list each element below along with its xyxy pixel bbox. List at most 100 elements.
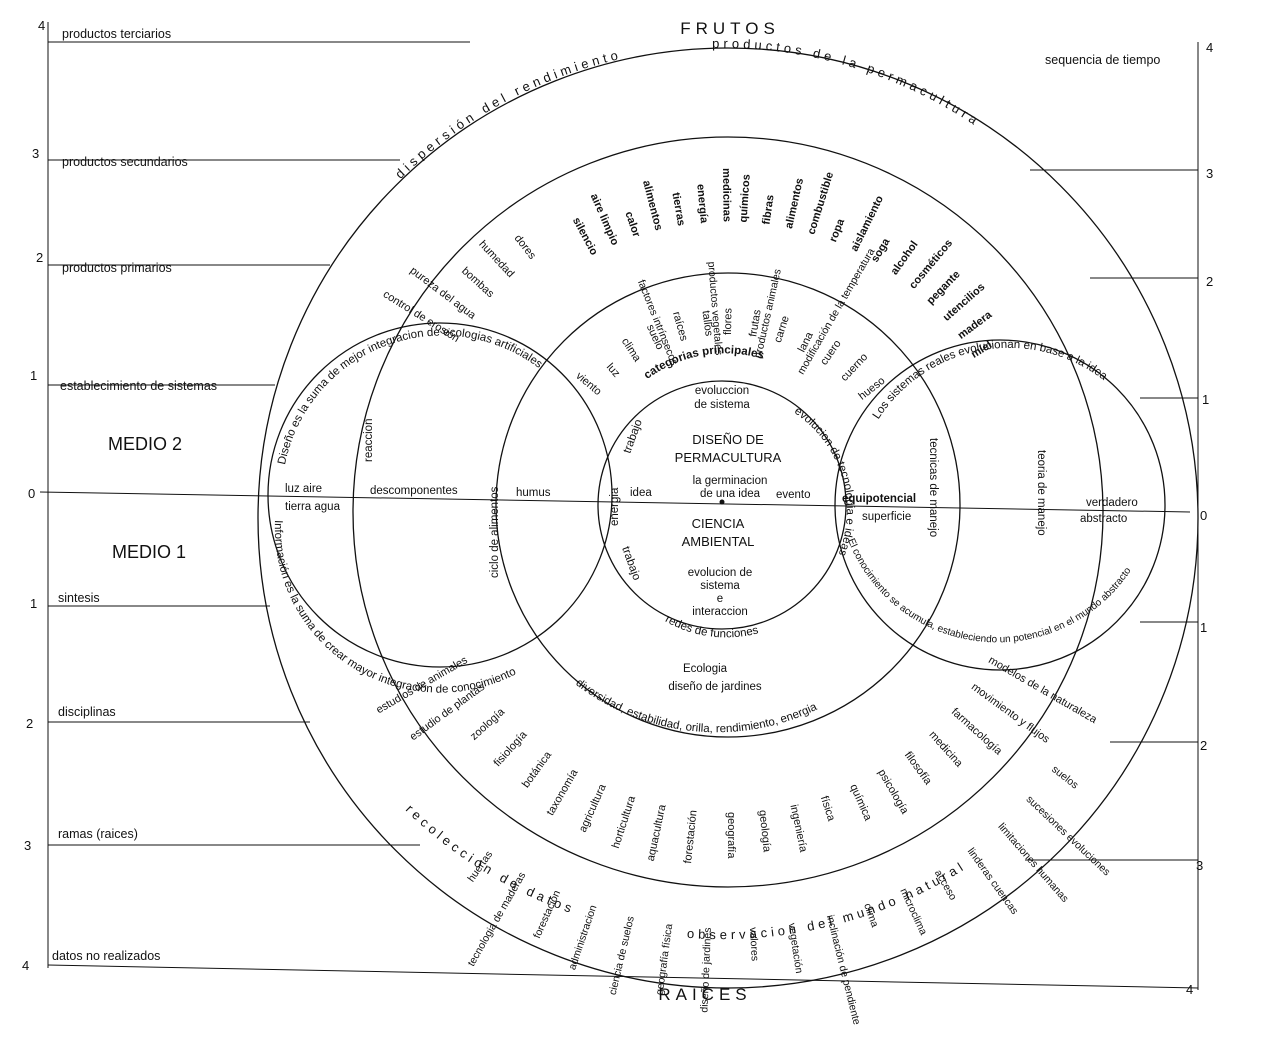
time-sequence-label: sequencia de tiempo (1045, 53, 1160, 67)
word-tecnicas: tecnicas de manejo (927, 438, 939, 537)
level-label-primarios: productos primarios (62, 261, 172, 275)
level-num: 1 (30, 596, 37, 611)
secondary-product-word: madera (956, 308, 995, 341)
level-num: 4 (38, 18, 45, 33)
secondary-left-word: humedad (476, 238, 516, 280)
word-descomponentes: descomponentes (370, 485, 458, 497)
arc-left-bottom: Información es la suma de crear mayor in… (272, 520, 518, 696)
discipline-word: física (818, 795, 838, 824)
primary-ring (495, 272, 961, 738)
center-science-1: CIENCIA (692, 516, 745, 531)
center-left-idea: idea (630, 487, 652, 499)
branch-word: suelos (1049, 763, 1080, 791)
level-label-sintesis: sintesis (58, 591, 100, 605)
center-evo-bottom-2: sistema (700, 580, 740, 592)
word-ciclo-alimentos: ciclo de alimentos (489, 486, 501, 578)
level-num: 4 (22, 958, 29, 973)
level-num-right: 3 (1196, 858, 1203, 873)
level-num-right: 3 (1206, 166, 1213, 181)
center-right-evento: evento (776, 489, 811, 501)
right-circle (834, 339, 1166, 671)
word-verdadero: verdadero (1086, 497, 1138, 509)
outer-arc-dispersion: dispersión del rendimiento (392, 47, 623, 182)
center-circle (597, 380, 847, 630)
primary-product-word: raíces (670, 310, 690, 343)
discipline-word: taxonomía (545, 767, 582, 818)
center-title-2: PERMACULTURA (675, 450, 782, 465)
level-line-0 (39, 491, 1191, 513)
center-dot (719, 499, 725, 505)
level-num: 2 (36, 250, 43, 265)
level-num: 1 (30, 368, 37, 383)
word-tierra-agua: tierra agua (285, 501, 341, 513)
center-evo-bottom-4: interaccion (692, 606, 748, 618)
discipline-word: agricultura (577, 782, 609, 835)
discipline-word: geografía (725, 812, 737, 859)
primary-label-word: productos vegetales (705, 261, 725, 356)
branch-word: diseño de jardines (698, 927, 714, 1013)
arc-categorias: categorias principales (642, 344, 765, 381)
branch-word: valores (747, 927, 761, 961)
right-circle-words: equipotencial superficie tecnicas de man… (842, 438, 1138, 537)
medio-1-label: MEDIO 1 (112, 542, 186, 562)
discipline-word: psicología (875, 767, 911, 817)
level-label-disciplinas: disciplinas (58, 705, 116, 719)
level-label-establecimiento: establecimiento de sistemas (60, 379, 217, 393)
discipline-word: filosofía (902, 749, 935, 787)
center-block: evoluccion de sistema DISEÑO DE PERMACUL… (609, 385, 811, 618)
arc-right-bottom-text: El conocimiento se acumula, estableciend… (845, 537, 1134, 645)
branch-word: tecnologia de maderas (465, 870, 528, 968)
center-left-trabajo-bottom: trabajo (619, 545, 642, 582)
primary-product-word: luz (604, 361, 622, 379)
right-level-numbers: 4 3 2 1 0 1 2 3 4 (1186, 40, 1213, 997)
secondary-product-word: alimentos (783, 177, 806, 230)
level-num-right: 1 (1200, 620, 1207, 635)
word-equipotencial: equipotencial (842, 493, 916, 505)
level-label-ramas: ramas (raices) (58, 827, 138, 841)
primary-product-word: frutas (747, 308, 763, 338)
ecology-title-1: Ecologia (683, 663, 728, 675)
discipline-word: zoología (468, 705, 508, 742)
outer-circle (257, 47, 1199, 989)
secondary-ring (352, 136, 1104, 888)
center-left-trabajo-top: trabajo (622, 418, 645, 455)
secondary-product-word: alcohol (889, 239, 921, 277)
word-teoria: teoria de manejo (1035, 450, 1047, 536)
branch-word: ciencia de suelos (607, 915, 637, 996)
arc-evolucion-tecnologia-text: evolucion de tecnologia e ideas (792, 405, 856, 558)
level-num-right: 4 (1186, 982, 1193, 997)
center-evo-bottom-1: evolucion de (688, 567, 753, 579)
level-num: 2 (26, 716, 33, 731)
secondary-left-word: dores (512, 233, 539, 262)
outer-arc-productos: productos de la permacultura (712, 36, 984, 130)
secondary-product-word: alimentos (640, 179, 664, 232)
discipline-word: fisiología (492, 728, 531, 769)
secondary-product-word: energía (694, 183, 710, 224)
arc-left-bottom-text: Información es la suma de crear mayor in… (272, 520, 518, 696)
primary-product-word: cuerno (838, 351, 870, 384)
center-germ-2: de una idea (700, 488, 761, 500)
discipline-word: forestación (682, 809, 700, 864)
word-humus: humus (516, 487, 551, 499)
ecology-title-2: diseño de jardines (668, 681, 762, 693)
level-num-right: 0 (1200, 508, 1207, 523)
level-num-right: 2 (1206, 274, 1213, 289)
arc-evolucion-tecnologia: evolucion de tecnologia e ideas (792, 405, 856, 558)
secondary-product-word: tierras (669, 192, 687, 227)
secondary-product-word: silencio (570, 216, 600, 258)
center-science-2: AMBIENTAL (682, 534, 755, 549)
arc-categorias-text: categorias principales (642, 344, 765, 381)
discipline-word: geología (756, 809, 772, 853)
level-num: 0 (28, 486, 35, 501)
primary-product-word: viento (573, 370, 603, 398)
left-circle-words: reaccion luz aire tierra agua descompone… (285, 419, 551, 578)
primary-product-word: flores (722, 307, 734, 335)
discipline-word: botánica (520, 749, 555, 790)
center-germ-1: la germinacion (693, 475, 768, 487)
center-title-1: DISEÑO DE (692, 432, 764, 447)
level-num: 3 (32, 146, 39, 161)
level-label-terciarios: productos terciarios (62, 27, 171, 41)
secondary-product-word: calor (622, 210, 642, 239)
discipline-word: ingeniería (787, 804, 809, 855)
